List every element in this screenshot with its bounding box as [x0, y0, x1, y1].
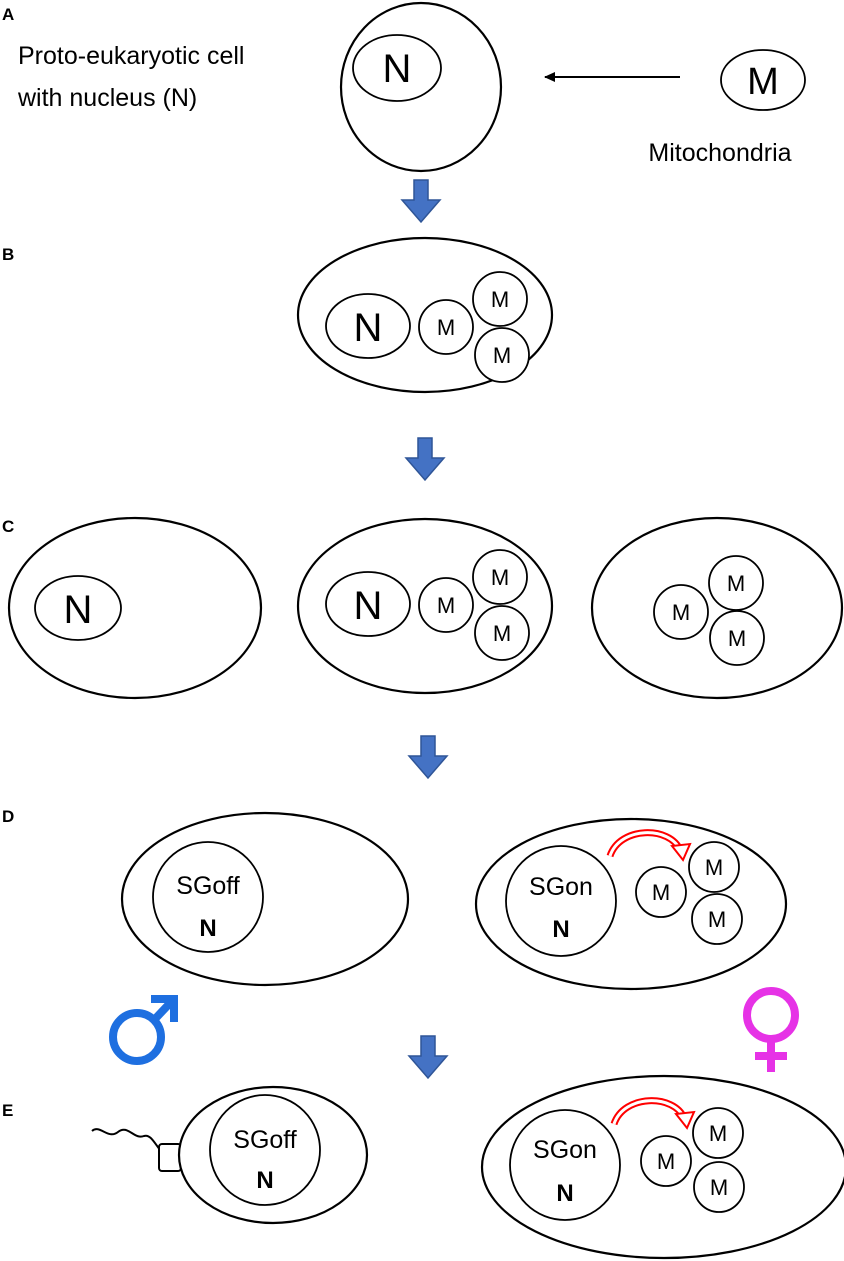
panel-d-cell-sgon: SGon N M M M: [474, 817, 788, 991]
panel-d-cell-sgoff: SGoff N: [120, 811, 410, 987]
panel-e-mito-label: M: [710, 1175, 728, 1200]
panel-c-nucleus-label: N: [64, 588, 93, 632]
flow-arrow-icon: [407, 735, 449, 780]
female-symbol-icon: [743, 987, 799, 1072]
panel-c-nucleus: [325, 571, 411, 637]
panel-e-sgoff-n-label: N: [256, 1167, 273, 1194]
panel-e-sgon-label: SGon: [533, 1136, 597, 1164]
panel-d-sgoff-n-label: N: [199, 915, 216, 942]
panel-d-nucleus-sgoff: [152, 841, 264, 953]
panel-a-label: A: [2, 5, 14, 24]
panel-e-egg-cell: SGon N M M M: [480, 1074, 844, 1260]
signal-arrow-icon: [610, 1097, 696, 1130]
panel-e-mito-label: M: [709, 1121, 727, 1146]
panel-e-mito: [692, 1107, 744, 1159]
flow-arrow-icon: [400, 179, 442, 224]
panel-a-mitochondrion: M: [720, 49, 806, 111]
male-symbol-icon: [109, 995, 178, 1065]
panel-e-label: E: [2, 1101, 13, 1120]
panel-d-mito-label: M: [708, 907, 726, 932]
panel-c-mito-label: M: [437, 593, 455, 618]
panel-a-nucleus-label: N: [383, 47, 412, 91]
flagellum-icon: [91, 1128, 161, 1151]
panel-c-mito: [709, 610, 765, 666]
panel-c-mito: [653, 584, 709, 640]
panel-c-nucleus: [34, 575, 122, 641]
panel-c-cell-mixed: N M M M: [296, 517, 554, 695]
panel-c-mito: [474, 605, 530, 661]
panel-d-mito-label: M: [705, 855, 723, 880]
panel-e-sgon-n-label: N: [556, 1180, 573, 1207]
panel-a-mito-label: M: [747, 61, 779, 103]
panel-c-mito-label: M: [728, 626, 746, 651]
panel-c-label: C: [2, 517, 14, 536]
panel-e-mito: [640, 1135, 692, 1187]
panel-b-mito: [472, 271, 528, 327]
panel-b-cell: N M M M: [296, 236, 554, 394]
panel-b-label: B: [2, 245, 14, 264]
panel-c-mito: [708, 555, 764, 611]
panel-c-cell-mito-only: M M M: [590, 516, 844, 700]
panel-d-sgoff-label: SGoff: [176, 872, 240, 900]
panel-d-mito-label: M: [652, 880, 670, 905]
panel-b-mito-label: M: [493, 343, 511, 368]
flow-arrow-icon: [407, 1035, 449, 1080]
signal-arrow-icon: [606, 829, 692, 862]
panel-e-sperm-cell: SGoff N: [91, 1085, 369, 1225]
panel-c-mito: [472, 549, 528, 605]
mitochondria-caption: Mitochondria: [648, 139, 791, 167]
panel-e-nucleus-sgon: [509, 1109, 621, 1221]
panel-c-cell-nucleus-only: N: [7, 516, 263, 700]
panel-d-sgon-label: SGon: [529, 873, 593, 901]
proto-cell-caption-line2: with nucleus (N): [17, 84, 197, 112]
panel-b-nucleus-label: N: [354, 306, 383, 350]
panel-c-mito-label: M: [493, 621, 511, 646]
panel-d-mito: [688, 841, 740, 893]
panel-c-mito: [418, 577, 474, 633]
panel-b-mito: [418, 299, 474, 355]
panel-c-mito-label: M: [727, 571, 745, 596]
panel-d-nucleus-sgon: [505, 845, 617, 957]
panel-e-sgoff-label: SGoff: [233, 1126, 297, 1154]
panel-b-mito-label: M: [491, 287, 509, 312]
panel-d-label: D: [2, 807, 14, 826]
panel-c-nucleus-label: N: [354, 584, 383, 628]
panel-b-nucleus: [325, 293, 411, 359]
panel-c-mito-label: M: [672, 600, 690, 625]
panel-e-mito: [693, 1161, 745, 1213]
panel-d-mito: [635, 866, 687, 918]
panel-c-mito-label: M: [491, 565, 509, 590]
sperm-midpiece: [158, 1143, 182, 1172]
panel-a-nucleus: [352, 34, 442, 102]
panel-e-nucleus-sgoff: [209, 1094, 321, 1206]
panel-e-mito-label: M: [657, 1149, 675, 1174]
proto-cell-caption-line1: Proto-eukaryotic cell: [18, 42, 244, 70]
panel-b-mito-label: M: [437, 315, 455, 340]
panel-a-proto-cell: N: [339, 1, 503, 173]
panel-d-mito: [691, 893, 743, 945]
flow-arrow-icon: [404, 437, 446, 482]
panel-b-mito: [474, 327, 530, 383]
panel-d-sgon-n-label: N: [552, 916, 569, 943]
